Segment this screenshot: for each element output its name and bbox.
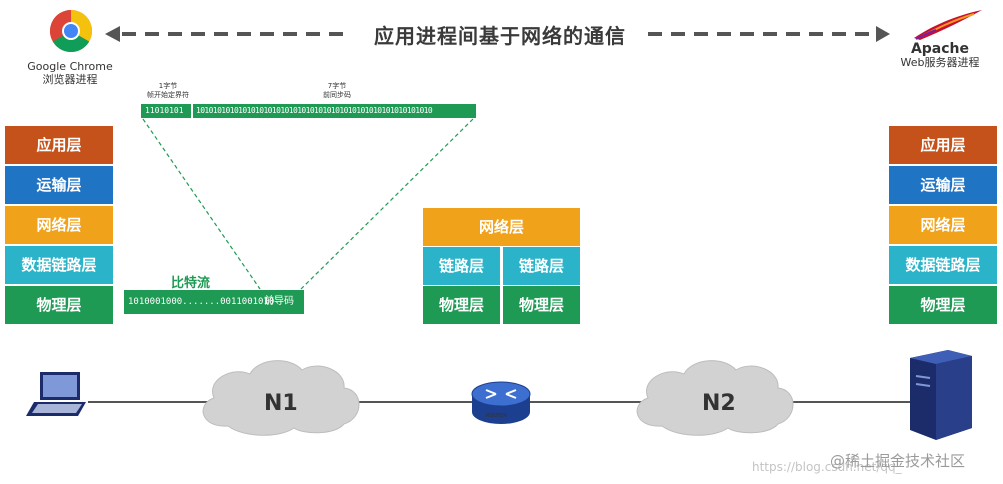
sfd-field: 11010101 [141, 104, 191, 118]
preamble-field: 1010101010101010101010101010101010101010… [193, 104, 476, 118]
router-physical-layer-left: 物理层 [423, 286, 500, 324]
chrome-desc: 浏览器进程 [42, 73, 98, 86]
router-link-layer-right: 链路层 [503, 247, 580, 285]
left-physical-layer: 物理层 [5, 286, 113, 324]
router-network-layer: 网络层 [423, 208, 580, 246]
router-link-layer-left: 链路层 [423, 247, 500, 285]
preamble-bits: 1010101010101010101010101010101010101010… [196, 106, 433, 115]
bitstream-label: 比特流 [171, 276, 211, 291]
n2-label: N2 [702, 391, 736, 416]
left-transport-layer: 运输层 [5, 166, 113, 204]
n1-label: N1 [264, 391, 298, 416]
bitstream-bits: 1010001000.......0011001010 [128, 297, 275, 307]
left-network-layer: 网络层 [5, 206, 113, 244]
right-application-layer: 应用层 [889, 126, 997, 164]
right-physical-layer: 物理层 [889, 286, 997, 324]
sfd-note-text: 帧开始定界符 [147, 91, 189, 99]
right-transport-layer: 运输层 [889, 166, 997, 204]
preamble-note-size: 7字节 [327, 82, 347, 90]
left-datalink-layer: 数据链路层 [5, 246, 113, 284]
preamble-note: 7字节 前同步码 [302, 82, 372, 100]
apache-label: Apache Web服务器进程 [890, 42, 990, 70]
laptop-icon [26, 372, 86, 416]
right-datalink-layer: 数据链路层 [889, 246, 997, 284]
chrome-icon [49, 9, 93, 53]
router-physical-layer-right: 物理层 [503, 286, 580, 324]
diagram-title: 应用进程间基于网络的通信 [374, 24, 626, 48]
chrome-name: Google Chrome [27, 60, 113, 73]
bitstream-preamble: 前导码 [264, 296, 294, 307]
apache-name: Apache [910, 41, 970, 57]
bitstream-box: 1010001000.......0011001010 前导码 [124, 290, 304, 314]
router-label: ROUTER [486, 413, 507, 419]
watermark-url: https://blog.csdn.net/qq_ [752, 460, 902, 474]
watermark-brand: @稀土掘金技术社区 [830, 452, 966, 470]
sfd-bits: 11010101 [145, 106, 184, 115]
left-application-layer: 应用层 [5, 126, 113, 164]
cloud-n1 [202, 360, 360, 436]
server-icon [910, 350, 972, 440]
title-arrow [105, 26, 890, 42]
apache-desc: Web服务器进程 [900, 56, 980, 69]
cloud-n2 [636, 360, 794, 436]
sfd-note-size: 1字节 [158, 82, 178, 90]
preamble-note-text: 前同步码 [323, 91, 351, 99]
router-icon [471, 381, 531, 424]
network-topology [26, 350, 972, 440]
apache-feather-icon [914, 10, 982, 40]
sfd-note: 1字节 帧开始定界符 [142, 82, 194, 100]
chrome-label: Google Chrome 浏览器进程 [18, 60, 122, 86]
right-network-layer: 网络层 [889, 206, 997, 244]
